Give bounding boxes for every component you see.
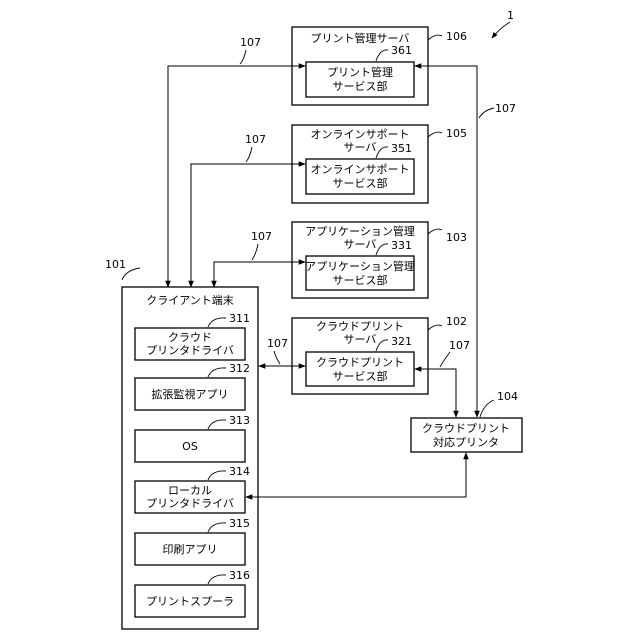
service-label: サービス部 bbox=[333, 79, 388, 93]
ref-label: 107 bbox=[267, 337, 288, 350]
ref-label: 107 bbox=[449, 339, 470, 352]
application-management-server: アプリケーション管理 サーバ アプリケーション管理 サービス部 331 103 bbox=[292, 222, 467, 298]
server-title: プリント管理サーバ bbox=[311, 31, 410, 45]
module-label: プリンタドライバ bbox=[146, 497, 234, 510]
service-label: アプリケーション管理 bbox=[305, 259, 415, 273]
service-label: サービス部 bbox=[333, 273, 388, 287]
server-title: サーバ bbox=[344, 141, 377, 154]
service-label: クラウドプリント bbox=[316, 356, 404, 369]
ref-label: 316 bbox=[229, 569, 250, 582]
server-title: サーバ bbox=[344, 333, 377, 346]
svg-text:1: 1 bbox=[507, 9, 514, 22]
ref-label: 314 bbox=[229, 465, 250, 478]
ref-label: 313 bbox=[229, 414, 250, 427]
printer-label: クラウドプリント bbox=[422, 422, 510, 435]
module-label: 拡張監視アプリ bbox=[152, 387, 229, 401]
service-label: プリント管理 bbox=[327, 65, 393, 79]
cloud-print-printer: クラウドプリント 対応プリンタ 104 bbox=[411, 390, 522, 452]
ref-label: 107 bbox=[495, 102, 516, 115]
ref-label: 331 bbox=[391, 239, 412, 252]
module-label: プリンタドライバ bbox=[146, 344, 234, 357]
client-title: クライアント端末 bbox=[146, 293, 234, 307]
ref-label: 315 bbox=[229, 517, 250, 530]
printer-label: 対応プリンタ bbox=[433, 435, 499, 449]
ref-label: 321 bbox=[391, 335, 412, 348]
server-title: サーバ bbox=[344, 238, 377, 251]
module-label: クラウド bbox=[168, 331, 212, 344]
module-label: プリントスプーラ bbox=[146, 595, 234, 608]
server-title: クラウドプリント bbox=[316, 320, 404, 333]
ref-label: 107 bbox=[251, 230, 272, 243]
module-label: OS bbox=[182, 440, 198, 453]
ref-label: 104 bbox=[497, 390, 518, 403]
module-label: ローカル bbox=[168, 484, 212, 497]
ref-label: 107 bbox=[245, 133, 266, 146]
ref-label: 103 bbox=[446, 231, 467, 244]
server-title: オンラインサポート bbox=[311, 128, 410, 141]
ref-label: 102 bbox=[446, 315, 467, 328]
ref-label: 351 bbox=[391, 142, 412, 155]
ref-label: 106 bbox=[446, 30, 467, 43]
server-title: アプリケーション管理 bbox=[305, 224, 415, 238]
service-label: サービス部 bbox=[333, 176, 388, 190]
service-label: サービス部 bbox=[333, 369, 388, 383]
ref-label: 312 bbox=[229, 362, 250, 375]
client-terminal: クライアント端末 101 クラウド プリンタドライバ 311 拡張監視アプリ 3… bbox=[105, 258, 258, 629]
cloud-print-server: クラウドプリント サーバ クラウドプリント サービス部 321 102 bbox=[292, 315, 467, 394]
ref-label: 101 bbox=[105, 258, 126, 271]
module-label: 印刷アプリ bbox=[163, 543, 218, 556]
ref-label: 311 bbox=[229, 312, 250, 325]
service-label: オンラインサポート bbox=[311, 163, 410, 176]
ref-label: 107 bbox=[240, 36, 261, 49]
figure-reference: 1 bbox=[492, 9, 514, 38]
online-support-server: オンラインサポート サーバ オンラインサポート サービス部 351 105 bbox=[292, 125, 467, 203]
ref-label: 105 bbox=[446, 127, 467, 140]
ref-label: 361 bbox=[391, 44, 412, 57]
